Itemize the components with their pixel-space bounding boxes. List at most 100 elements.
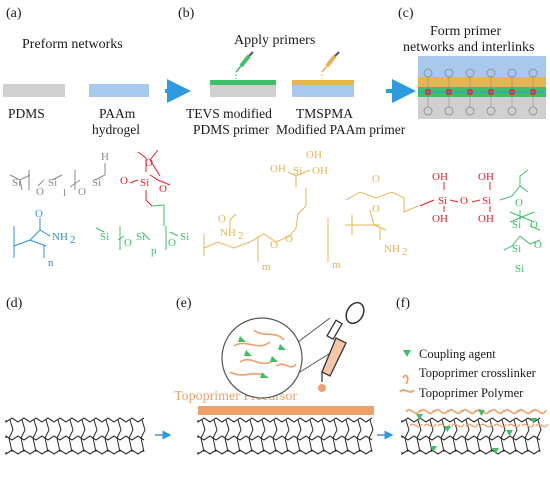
chem-h: H — [101, 151, 109, 163]
chem-si: Si — [515, 263, 524, 275]
chem-o: O — [270, 239, 278, 251]
panel-b: (b) Apply primers TEVS modified PDMS pri… — [178, 6, 406, 137]
chem-oh: OH — [306, 149, 322, 161]
paam-structure — [13, 218, 51, 258]
polymer-network — [5, 417, 146, 456]
panel-d: (d) — [5, 296, 146, 456]
chem-sub-m: m — [262, 261, 271, 273]
chem-si: Si — [512, 243, 521, 255]
chem-sub-2: 2 — [70, 234, 76, 246]
pdms-label: PDMS — [8, 106, 45, 121]
chem-sub-n: n — [48, 257, 54, 269]
chem-si: Si — [512, 219, 521, 231]
chem-o: O — [36, 186, 44, 198]
panel-a: (a) Preform networks PDMS PAAm hydrogel — [3, 6, 149, 137]
tevs-label-line2: PDMS primer — [193, 122, 270, 137]
chem-o: O — [530, 219, 538, 231]
panel-f-label: (f) — [396, 296, 410, 311]
panel-c-title-line1: Form primer — [430, 24, 501, 39]
chem-sub-l: l — [63, 187, 66, 199]
chem-nh2: NH — [220, 227, 236, 239]
chem-o: O — [124, 237, 132, 249]
polymer-network — [401, 408, 549, 456]
panel-a-title: Preform networks — [22, 37, 123, 52]
paam-with-primer-slab — [292, 84, 354, 97]
tmspma-primer-layer — [292, 80, 354, 85]
chem-oh: OH — [478, 213, 494, 225]
pdms-with-primer-slab — [210, 84, 276, 97]
pipette-icon — [235, 51, 254, 79]
chem-si: Si — [92, 177, 101, 189]
chem-o: O — [159, 183, 167, 195]
chem-o: O — [120, 175, 128, 187]
panel-a-label: (a) — [6, 6, 22, 21]
chem-nh2: NH — [384, 243, 400, 255]
panel-e-label: (e) — [176, 296, 192, 311]
tevs-primer-layer — [210, 80, 276, 85]
panel-f: (f) Coupling agent Topoprimer crosslinke… — [396, 296, 549, 456]
chem-si: Si — [100, 231, 109, 243]
chem-si: Si — [48, 177, 57, 189]
polymer-network — [197, 417, 374, 456]
interlink-structure — [419, 182, 491, 212]
chem-si: Si — [140, 177, 149, 189]
paam-slab — [89, 84, 149, 97]
paam-label-line2: hydrogel — [92, 122, 140, 137]
chemical-structures: Si O Si l O Si H O NH 2 n O O Si O — [9, 149, 542, 275]
panel-c-label: (c) — [398, 6, 414, 21]
chem-oh: OH — [478, 171, 494, 183]
chem-o: O — [78, 186, 86, 198]
pdms-primer-structure — [95, 204, 179, 250]
chem-o: O — [372, 173, 380, 185]
bonded-stack — [418, 56, 546, 119]
panel-c: (c) Form primer networks and interlinks — [398, 6, 546, 119]
chem-o: O — [285, 233, 293, 245]
chem-si: Si — [180, 231, 189, 243]
legend-polymer: Topoprimer Polymer — [419, 386, 524, 400]
chem-oh: OH — [312, 165, 328, 177]
chem-o: O — [460, 195, 468, 207]
paam-label-line1: PAAm — [99, 106, 136, 121]
chem-o: O — [515, 197, 523, 209]
chem-sub-2: 2 — [238, 230, 244, 242]
chem-o: O — [168, 237, 176, 249]
chem-o: O — [372, 203, 380, 215]
polymer-icon — [399, 389, 415, 393]
chem-oh: OH — [270, 163, 286, 175]
panel-b-label: (b) — [178, 6, 195, 21]
zoom-bubble — [221, 317, 333, 399]
pdms-structure — [9, 163, 106, 191]
tevs-label-line1: TEVS modified — [186, 106, 272, 121]
chem-si: Si — [12, 177, 21, 189]
chem-si: Si — [293, 165, 302, 177]
chem-oh: OH — [432, 213, 448, 225]
panel-c-title-line2: networks and interlinks — [403, 40, 534, 55]
chem-oh: OH — [432, 171, 448, 183]
pdms-slab — [3, 84, 65, 97]
panel-e: (e) Topoprimer Precursor — [174, 296, 374, 456]
legend: Coupling agent Topoprimer crosslinker To… — [399, 347, 537, 400]
panel-d-label: (d) — [6, 296, 23, 311]
chem-si: Si — [482, 195, 491, 207]
dropper-icon — [318, 301, 365, 392]
chem-si: Si — [438, 195, 447, 207]
chem-sub-p: p — [151, 245, 157, 257]
crosslinker-icon — [402, 374, 409, 385]
tmspma-label-line2: Modified PAAm primer — [276, 122, 406, 137]
chem-si: Si — [136, 231, 145, 243]
pipette-icon — [321, 51, 340, 79]
chem-o: O — [145, 157, 153, 169]
chem-o: O — [218, 213, 226, 225]
tmspma-label-line1: TMSPMA — [296, 106, 353, 121]
panel-b-title: Apply primers — [234, 33, 315, 48]
chem-sub-2: 2 — [402, 246, 408, 258]
chem-sub-m: m — [332, 259, 341, 271]
tevs-structure — [129, 149, 171, 207]
chem-o: O — [534, 239, 542, 251]
tmspma-paam-structure — [203, 169, 419, 262]
topoprimer-precursor-layer — [198, 406, 374, 415]
legend-crosslinker: Topoprimer crosslinker — [419, 366, 537, 380]
chem-nh2: NH — [52, 231, 68, 243]
coupling-agent-icon — [403, 350, 411, 357]
